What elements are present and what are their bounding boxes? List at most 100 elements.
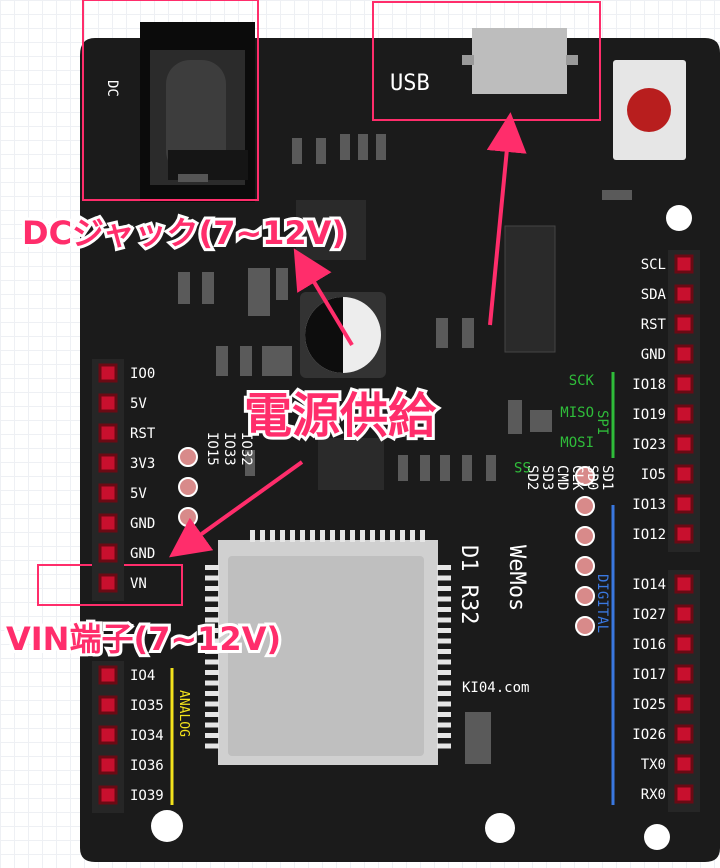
header-pin: [98, 665, 118, 685]
pad: [178, 507, 198, 527]
pin-label: IO27: [632, 607, 666, 623]
header-pin: [98, 725, 118, 745]
module-pin: [205, 670, 219, 675]
smd-components: [178, 134, 632, 764]
header-pin: [674, 464, 694, 484]
pin-label: GND: [130, 546, 155, 562]
power-supply-callout: 電源供給: [244, 388, 437, 444]
pad: [575, 616, 595, 636]
pin-label: 5V: [130, 396, 147, 412]
mounting-hole: [644, 824, 670, 850]
spi-label: MOSI: [560, 435, 594, 451]
pin-label: IO19: [632, 407, 666, 423]
module-pin: [205, 743, 219, 749]
module-pin: [280, 530, 285, 542]
header-pin: [98, 573, 118, 593]
usb-silk-label: USB: [390, 71, 430, 96]
module-pin: [437, 691, 451, 696]
module-pin: [205, 628, 219, 633]
site-silk: KI04.com: [462, 680, 529, 696]
usb-highlight-box: [372, 1, 601, 121]
module-pin: [290, 530, 295, 542]
module-pin: [437, 712, 451, 717]
header-pin: [674, 344, 694, 364]
pin-label: IO25: [632, 697, 666, 713]
pin-label: IO17: [632, 667, 666, 683]
pad-label: IO15: [204, 432, 220, 466]
sd-label: CLK: [569, 465, 585, 491]
header-pin: [674, 284, 694, 304]
module-pin: [205, 596, 219, 602]
module-pin: [370, 530, 375, 542]
pad: [178, 447, 198, 467]
usb-arrow: [486, 112, 527, 326]
header-pin: [98, 423, 118, 443]
pin-label: IO36: [130, 758, 164, 774]
pin-label: TX0: [641, 757, 666, 773]
module-pin: [437, 649, 451, 654]
pad: [575, 466, 595, 486]
module-pin: [205, 638, 219, 644]
ldo-chip: [318, 438, 384, 490]
header-pin: [98, 785, 118, 805]
spi-group-label: SPI: [594, 410, 610, 435]
module-pin: [205, 659, 219, 665]
header-pin: [674, 434, 694, 454]
header-pin: [98, 363, 118, 383]
pin-label: IO16: [632, 637, 666, 653]
pin-label: IO39: [130, 788, 164, 804]
header-pin: [674, 314, 694, 334]
header-pin: [674, 724, 694, 744]
module-pin: [437, 628, 451, 633]
module-pin: [390, 530, 395, 542]
module-pin: [260, 530, 265, 542]
analog-group-label: ANALOG: [176, 690, 191, 737]
sd-label: SD0: [584, 465, 600, 490]
pin-label: IO35: [130, 698, 164, 714]
module-pin: [420, 530, 425, 542]
module-pin: [437, 586, 451, 591]
pin-label: RX0: [641, 787, 666, 803]
module-pin: [330, 530, 335, 542]
module-pin: [437, 659, 451, 665]
header-pin: [674, 604, 694, 624]
spi-label: SCK: [569, 373, 595, 389]
sd-label: SD3: [539, 465, 555, 490]
module-pin: [437, 565, 451, 570]
pin-label: RST: [641, 317, 667, 333]
pad: [575, 526, 595, 546]
header-pin: [674, 254, 694, 274]
usb-connector: [462, 28, 578, 94]
header-pin: [674, 574, 694, 594]
module-pin: [437, 743, 451, 749]
pin-label: IO4: [130, 668, 155, 684]
esp32-module: [218, 540, 438, 765]
module-pin: [437, 638, 451, 644]
pin-label: IO14: [632, 577, 666, 593]
pin-label: IO18: [632, 377, 666, 393]
header-pin: [98, 453, 118, 473]
sd-label: SD1: [599, 465, 615, 490]
module-pin: [437, 607, 451, 612]
module-pin: [437, 575, 451, 581]
module-pin: [205, 691, 219, 696]
module-pin: [380, 530, 385, 542]
module-pin: [437, 680, 451, 686]
pad-label: IO33: [221, 432, 237, 466]
module-pin: [205, 586, 219, 591]
brand-silk: WeMos: [504, 545, 529, 611]
mounting-hole: [151, 810, 183, 842]
pin-label: IO34: [130, 728, 164, 744]
header-pin: [98, 513, 118, 533]
pin-label: IO13: [632, 497, 666, 513]
pad: [178, 477, 198, 497]
module-pin: [205, 607, 219, 612]
module-pin: [205, 680, 219, 686]
module-pin: [205, 649, 219, 654]
module-pin: [250, 530, 255, 542]
header-pin: [98, 483, 118, 503]
module-pin: [205, 712, 219, 717]
